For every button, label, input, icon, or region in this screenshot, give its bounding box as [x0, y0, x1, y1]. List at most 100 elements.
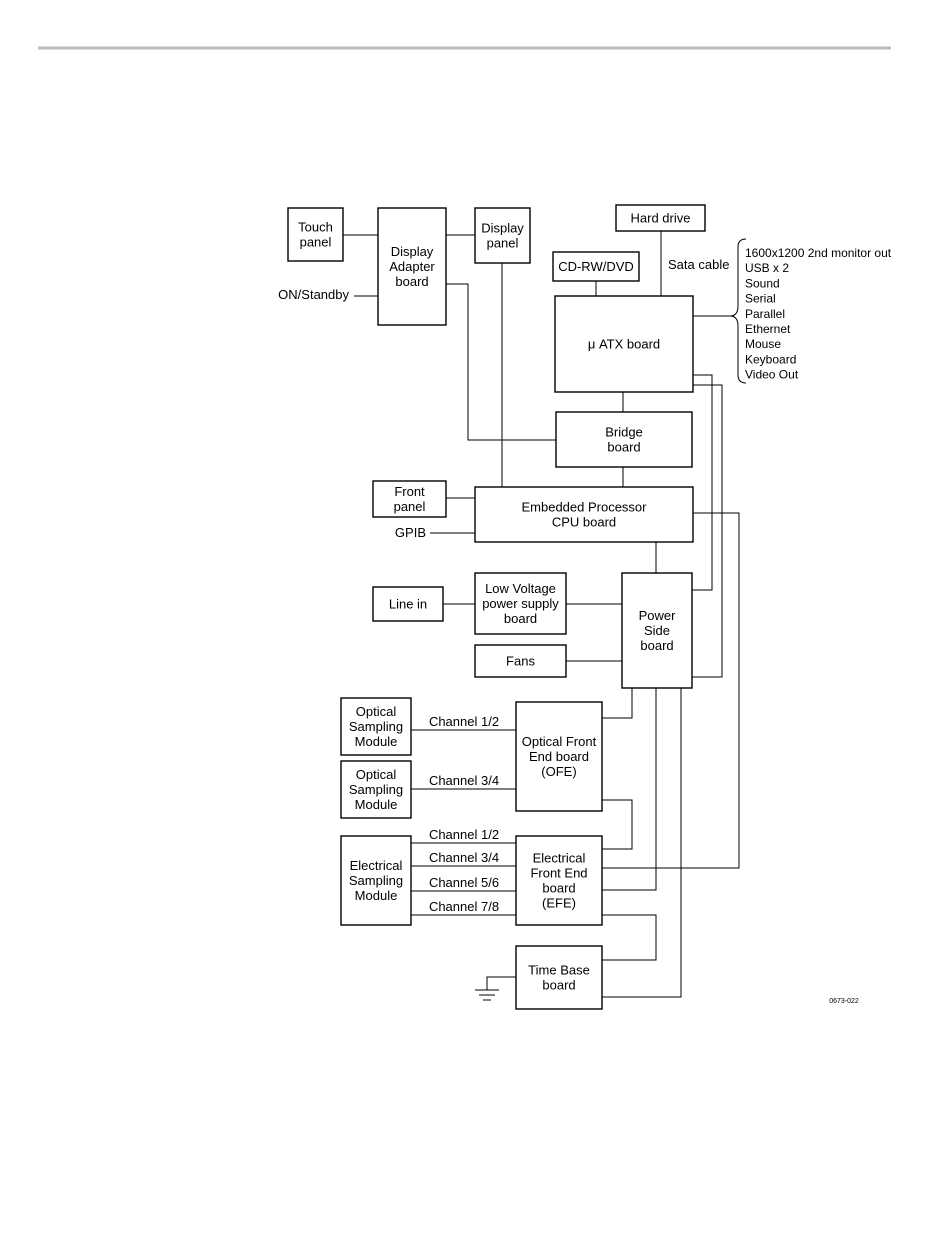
- display-panel-label-line: panel: [487, 236, 519, 251]
- touch-panel-label-line: panel: [300, 235, 332, 250]
- blocks: TouchpanelDisplayAdapterboardDisplaypane…: [287, 204, 706, 1010]
- display-adapter-box: [377, 207, 447, 326]
- power-side-label-line: Side: [644, 623, 670, 638]
- io-port-item: 1600x1200 2nd monitor out: [745, 246, 892, 260]
- electrical-module-box: [340, 835, 412, 926]
- front-panel-label-line: Front: [394, 484, 425, 499]
- ofe-board-label-line: (OFE): [541, 764, 576, 779]
- efe-channel-5-6-label: Channel 5/6: [429, 875, 499, 890]
- time-base-label-line: board: [542, 978, 575, 993]
- efe-board-label-line: Electrical: [533, 851, 586, 866]
- embedded-processor-box: [474, 486, 694, 543]
- display-adapter-label-line: board: [395, 274, 428, 289]
- efe-channel-3-4-label: Channel 3/4: [429, 850, 499, 865]
- optical-module-1-label-line: Sampling: [349, 719, 403, 734]
- efe-board-label-line: Front End: [530, 866, 587, 881]
- optical-module-2-box: [340, 760, 412, 819]
- hard-drive-label-line: Hard drive: [631, 211, 691, 226]
- io-port-item: Ethernet: [745, 322, 791, 336]
- on-standby-label: ON/Standby: [278, 287, 349, 302]
- ofe-board-box: [515, 701, 603, 812]
- power-side-label-line: board: [640, 638, 673, 653]
- cd-rw-dvd-label-line: CD-RW/DVD: [558, 259, 634, 274]
- cd-rw-dvd-block: CD-RW/DVD: [552, 251, 640, 282]
- io-port-item: Video Out: [745, 368, 799, 382]
- bridge-board-box: [555, 411, 693, 468]
- embedded-processor-label-line: Embedded Processor: [521, 500, 647, 515]
- atx-board-box: [554, 295, 694, 393]
- hard-drive-block: Hard drive: [615, 204, 706, 232]
- figure-id: 0673-022: [829, 998, 859, 1005]
- optical-channel-1-2-label: Channel 1/2: [429, 714, 499, 729]
- power-side-box: [621, 572, 693, 689]
- io-port-item: Sound: [745, 276, 780, 290]
- time-base-box: [515, 945, 603, 1010]
- atx-board-label-line: μ ATX board: [588, 337, 660, 352]
- efe-board-label-line: board: [542, 881, 575, 896]
- labels: ON/Standby Sata cable GPIB Channel 1/2 C…: [278, 257, 859, 1005]
- efe-channel-1-2-label: Channel 1/2: [429, 827, 499, 842]
- low-voltage-ps-label-line: power supply: [482, 596, 559, 611]
- front-panel-label-line: panel: [394, 499, 426, 514]
- embedded-processor-label-line: CPU board: [552, 515, 616, 530]
- optical-module-1-label-line: Module: [355, 734, 398, 749]
- efe-board-box: [515, 835, 603, 926]
- io-port-item: Mouse: [745, 337, 781, 351]
- efe-board-label-line: (EFE): [542, 896, 576, 911]
- bridge-board-label-line: Bridge: [605, 425, 643, 440]
- fans-block: Fans: [474, 644, 567, 678]
- cd-rw-dvd-box: [552, 251, 640, 282]
- display-panel-box: [474, 207, 531, 264]
- ofe-board-label-line: End board: [529, 749, 589, 764]
- connections: [343, 231, 740, 998]
- display-adapter-label-line: Adapter: [389, 259, 435, 274]
- io-brace-icon: [693, 238, 747, 384]
- optical-module-1-label-line: Optical: [356, 704, 397, 719]
- io-port-item: USB x 2: [745, 261, 789, 275]
- electrical-module-label-line: Module: [355, 888, 398, 903]
- io-port-item: Keyboard: [745, 352, 796, 366]
- low-voltage-ps-label-line: Low Voltage: [485, 581, 556, 596]
- fans-box: [474, 644, 567, 678]
- ground-icon: [475, 989, 499, 1001]
- efe-channel-7-8-label: Channel 7/8: [429, 899, 499, 914]
- io-port-item: Serial: [745, 292, 776, 306]
- optical-module-2-label-line: Optical: [356, 767, 397, 782]
- bridge-board-label-line: board: [607, 440, 640, 455]
- time-base-label-line: Time Base: [528, 963, 590, 978]
- line-in-label-line: Line in: [389, 597, 427, 612]
- touch-panel-box: [287, 207, 344, 262]
- optical-module-2-label-line: Module: [355, 797, 398, 812]
- atx-board-block: μ ATX board: [554, 295, 694, 393]
- electrical-module-label-line: Sampling: [349, 873, 403, 888]
- gpib-label: GPIB: [395, 525, 426, 540]
- io-port-item: Parallel: [745, 307, 785, 321]
- optical-channel-3-4-label: Channel 3/4: [429, 773, 499, 788]
- fans-label-line: Fans: [506, 654, 535, 669]
- front-panel-box: [372, 480, 447, 518]
- low-voltage-ps-box: [474, 572, 567, 635]
- optical-module-1-box: [340, 697, 412, 756]
- touch-panel-label-line: Touch: [298, 220, 333, 235]
- electrical-module-label-line: Electrical: [350, 858, 403, 873]
- low-voltage-ps-label-line: board: [504, 611, 537, 626]
- line-in-box: [372, 586, 444, 622]
- line-in-block: Line in: [372, 586, 444, 622]
- display-adapter-label-line: Display: [391, 244, 434, 259]
- ofe-board-label-line: Optical Front: [522, 734, 597, 749]
- sata-cable-label: Sata cable: [668, 257, 729, 272]
